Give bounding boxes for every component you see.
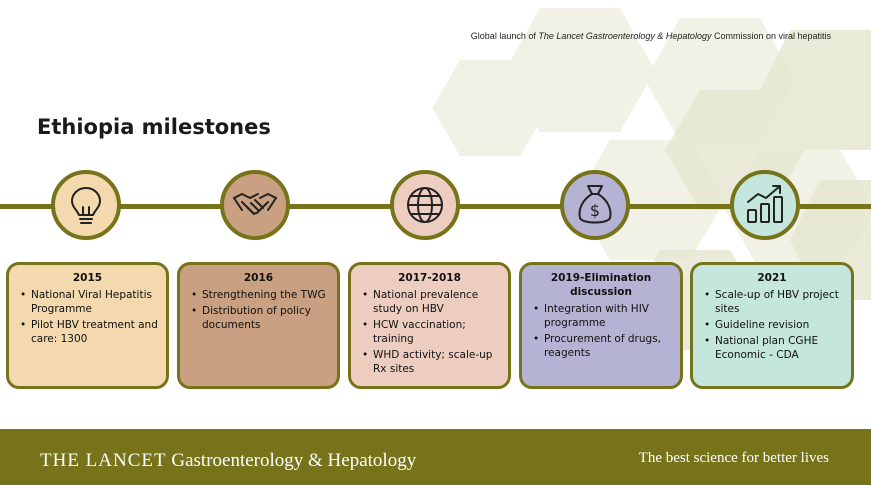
milestone-icon-circle (730, 170, 800, 240)
list-item: National plan CGHE Economic - CDA (704, 334, 843, 362)
list-item: Procurement of drugs, reagents (533, 332, 672, 360)
brand-journal: Gastroenterology & Hepatology (171, 450, 417, 471)
list-item: Strengthening the TWG (191, 288, 329, 302)
list-item: WHD activity; scale-up Rx sites (362, 348, 500, 376)
list-item: HCW vaccination; training (362, 318, 500, 346)
list-item: Distribution of policy documents (191, 304, 329, 332)
milestone-heading: 2021 (757, 272, 787, 284)
header-caption: Global launch of The Lancet Gastroentero… (470, 31, 831, 41)
milestone-list: National prevalence study on HBV HCW vac… (359, 288, 500, 376)
milestone-list: Strengthening the TWG Distribution of po… (188, 288, 329, 332)
milestone-card-2019: 2019-Elimination discussion Integration … (519, 262, 683, 389)
milestone-list: Integration with HIV programme Procureme… (530, 302, 672, 360)
list-item: Guideline revision (704, 318, 843, 332)
globe-icon (407, 187, 443, 223)
growth-chart-icon (747, 185, 783, 223)
list-item: National Viral Hepatitis Programme (20, 288, 158, 316)
milestone-heading: 2015 (72, 272, 103, 284)
milestone-card-2021: 2021 Scale-up of HBV project sites Guide… (690, 262, 854, 389)
footer-bar: THE LANCET Gastroenterology & Hepatology… (0, 429, 871, 485)
milestone-card-2016: 2016 Strengthening the TWG Distribution … (177, 262, 340, 389)
milestone-card-2015: 2015 National Viral Hepatitis Programme … (6, 262, 169, 389)
journal-name: The Lancet Gastroenterology & Hepatology (538, 31, 712, 41)
money-bag-icon: $ (578, 185, 612, 224)
journal-brand: THE LANCET Gastroenterology & Hepatology (40, 450, 416, 472)
milestone-list: National Viral Hepatitis Programme Pilot… (17, 288, 158, 346)
milestone-heading: 2016 (243, 272, 274, 284)
list-item: Pilot HBV treatment and care: 1300 (20, 318, 158, 346)
list-item: Scale-up of HBV project sites (704, 288, 843, 316)
milestone-icon-circle: $ (560, 170, 630, 240)
list-item: Integration with HIV programme (533, 302, 672, 330)
handshake-icon (233, 193, 277, 215)
lightbulb-icon (71, 187, 101, 224)
svg-text:$: $ (590, 201, 600, 220)
page-title: Ethiopia milestones (37, 115, 271, 139)
milestone-icon-circle (220, 170, 290, 240)
list-item: National prevalence study on HBV (362, 288, 500, 316)
brand-lancet: THE LANCET (40, 450, 167, 471)
tagline: The best science for better lives (638, 450, 829, 466)
milestone-icon-circle (390, 170, 460, 240)
milestone-heading: 2017-2018 (398, 272, 461, 284)
milestone-list: Scale-up of HBV project sites Guideline … (701, 288, 843, 362)
milestone-card-2017-2018: 2017-2018 National prevalence study on H… (348, 262, 511, 389)
milestone-icon-circle (51, 170, 121, 240)
milestone-heading: 2019-Elimination discussion (550, 272, 652, 298)
